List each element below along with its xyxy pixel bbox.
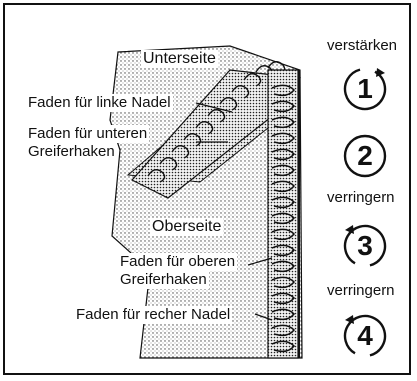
label-unterseite: Unterseite [141,50,218,68]
label-unteren-greifer-2: Greiferhaken [26,143,117,161]
label-oberseite: Oberseite [150,218,223,236]
label-linke-nadel: Faden für linke Nadel [26,94,173,112]
tension-dial-4: 4 [341,312,389,360]
tension-dial-2: 2 [341,132,389,180]
label-verstaerken: verstärken [327,37,397,55]
label-verringern-1: verringern [327,189,395,207]
label-verringern-2: verringern [327,282,395,300]
label-oberen-greifer-1: Faden für oberen [118,253,237,271]
tension-dial-1: 1 [341,65,389,113]
dial-number-3: 3 [341,222,389,270]
label-unteren-greifer-1: Faden für unteren [26,125,149,143]
tension-dial-3: 3 [341,222,389,270]
label-rechte-nadel: Faden für recher Nadel [74,306,232,324]
dial-number-2: 2 [341,132,389,180]
dial-number-1: 1 [341,65,389,113]
dial-number-4: 4 [341,312,389,360]
label-oberen-greifer-2: Greiferhaken [118,271,209,289]
